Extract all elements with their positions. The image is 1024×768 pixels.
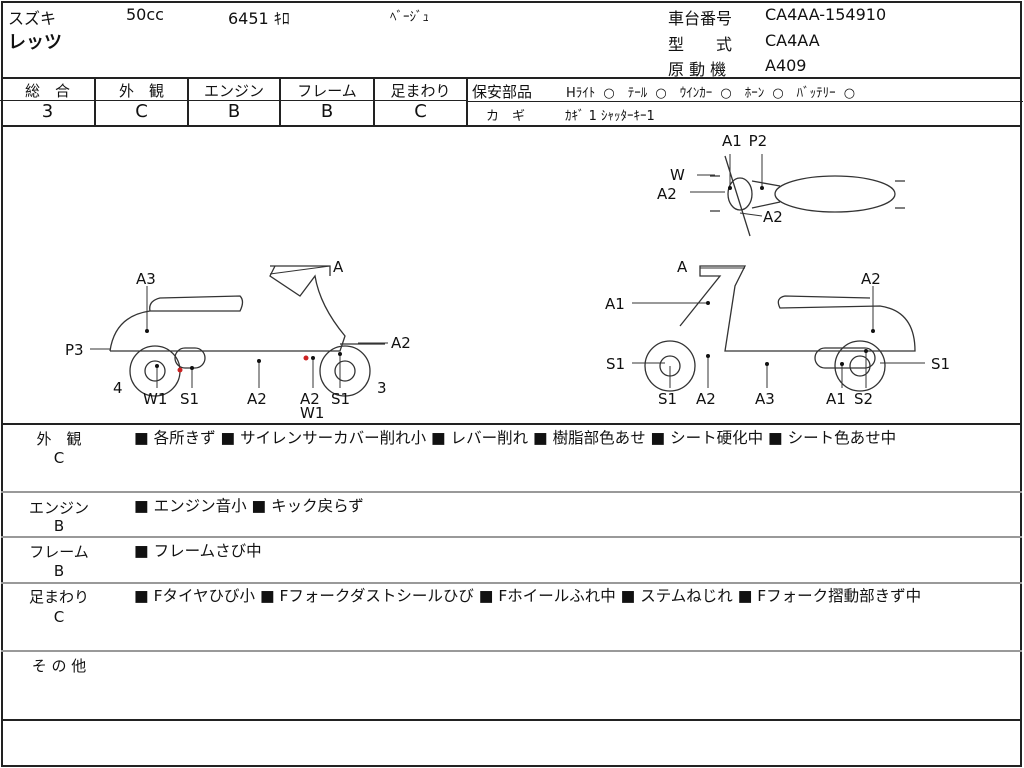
diagram-label: W bbox=[670, 166, 685, 184]
safety-items: Hﾗｲﾄ ○ ﾃｰﾙ ○ ｳｲﾝｶｰ ○ ﾎｰﾝ ○ ﾊﾞｯﾃﾘｰ ○ bbox=[566, 86, 856, 101]
divider bbox=[1, 77, 1022, 79]
diagram-label: 4 bbox=[113, 379, 123, 397]
grade-label-frame: フレーム bbox=[297, 82, 357, 100]
divider bbox=[466, 78, 468, 126]
diagram-label: A2 bbox=[763, 208, 783, 226]
grade-value-exterior: C bbox=[135, 101, 148, 122]
diagram-label: A3 bbox=[136, 270, 156, 288]
comment-grade-frame: B bbox=[53, 562, 65, 580]
diagram-label: S2 bbox=[854, 390, 874, 408]
diagram-label: S1 bbox=[331, 390, 351, 408]
maker: スズキ bbox=[8, 9, 57, 28]
engine-label: 原 動 機 bbox=[668, 60, 727, 79]
comment-grade-exterior: C bbox=[53, 449, 65, 467]
model-name: レッツ bbox=[8, 32, 62, 53]
divider bbox=[1, 423, 1022, 425]
diagram-label: P3 bbox=[65, 341, 84, 359]
grade-value-overall: 3 bbox=[41, 101, 54, 122]
mileage: 6451 ｷﾛ bbox=[228, 9, 290, 28]
diagram-label: A bbox=[333, 258, 344, 276]
comment-text-exterior: ■ 各所きず ■ サイレンサーカバー削れ小 ■ レバー削れ ■ 樹脂部色あせ ■… bbox=[134, 429, 897, 447]
diagram-label: A2 bbox=[300, 390, 320, 408]
grade-label-exterior: 外 観 bbox=[118, 82, 164, 100]
diagram-label: S1 bbox=[658, 390, 678, 408]
diagram-label: W1 bbox=[300, 404, 325, 422]
divider bbox=[279, 78, 281, 126]
grade-value-engine: B bbox=[227, 101, 241, 122]
divider bbox=[1, 582, 1022, 584]
diagram-label: A2 bbox=[657, 185, 677, 203]
comment-title-exterior: 外 観 bbox=[36, 430, 82, 448]
comment-grade-engine: B bbox=[53, 517, 65, 535]
diagram-label: A1 bbox=[605, 295, 625, 313]
divider bbox=[373, 78, 375, 126]
diagram-label: A1 P2 bbox=[722, 132, 768, 150]
safety-label: 保安部品 bbox=[472, 83, 533, 101]
chassis-label: 車台番号 bbox=[668, 9, 733, 28]
diagram-label: 3 bbox=[377, 379, 387, 397]
divider bbox=[1, 491, 1022, 493]
grade-value-suspension: C bbox=[414, 101, 427, 122]
grade-label-overall: 総 合 bbox=[24, 82, 70, 100]
displacement: 50cc bbox=[126, 5, 164, 24]
diagram-label: S1 bbox=[180, 390, 200, 408]
type-value: CA4AA bbox=[765, 31, 820, 50]
chassis-number: CA4AA-154910 bbox=[765, 5, 887, 24]
diagram-label: A3 bbox=[755, 390, 775, 408]
engine-value: A409 bbox=[765, 56, 807, 75]
diagram-label: A2 bbox=[247, 390, 267, 408]
damage-diagram bbox=[90, 154, 925, 397]
comment-title-suspension: 足まわり bbox=[28, 588, 89, 606]
comment-title-frame: フレーム bbox=[29, 543, 89, 561]
diagram-label: A2 bbox=[861, 270, 881, 288]
key-count: ｶｷﾞ 1 ｼｬｯﾀｰｷｰ1 bbox=[565, 109, 655, 124]
divider bbox=[0, 100, 467, 101]
divider bbox=[1, 125, 1022, 127]
comment-title-other: そ の 他 bbox=[31, 657, 87, 675]
grade-label-engine: エンジン bbox=[203, 82, 264, 100]
divider bbox=[94, 78, 96, 126]
divider bbox=[187, 78, 189, 126]
divider bbox=[1, 650, 1022, 652]
scooter-top-view bbox=[710, 155, 905, 237]
color: ﾍﾞｰｼﾞｭ bbox=[390, 10, 429, 25]
divider bbox=[1, 536, 1022, 538]
comment-text-frame: ■ フレームさび中 bbox=[134, 542, 262, 560]
diagram-label: S1 bbox=[931, 355, 951, 373]
divider bbox=[467, 101, 1023, 102]
diagram-label: A2 bbox=[696, 390, 716, 408]
divider bbox=[1, 719, 1022, 721]
comment-grade-suspension: C bbox=[53, 608, 65, 626]
diagram-label: A1 bbox=[826, 390, 846, 408]
key-label: カ ギ bbox=[486, 109, 526, 124]
diagram-label: A2 bbox=[391, 334, 411, 352]
grade-value-frame: B bbox=[320, 101, 334, 122]
diagram-label: S1 bbox=[606, 355, 626, 373]
type-label: 型 式 bbox=[668, 35, 733, 54]
comment-title-engine: エンジン bbox=[28, 499, 89, 517]
scooter-left-side bbox=[109, 265, 385, 397]
diagram-label: W1 bbox=[143, 390, 168, 408]
diagram-label: A bbox=[677, 258, 688, 276]
comment-text-engine: ■ エンジン音小 ■ キック戻らず bbox=[134, 497, 364, 515]
grade-label-suspension: 足まわり bbox=[390, 82, 451, 100]
comment-text-suspension: ■ Fタイヤひび小 ■ Fフォークダストシールひび ■ Fホイールふれ中 ■ ス… bbox=[134, 587, 922, 605]
scooter-right-side bbox=[644, 265, 916, 392]
